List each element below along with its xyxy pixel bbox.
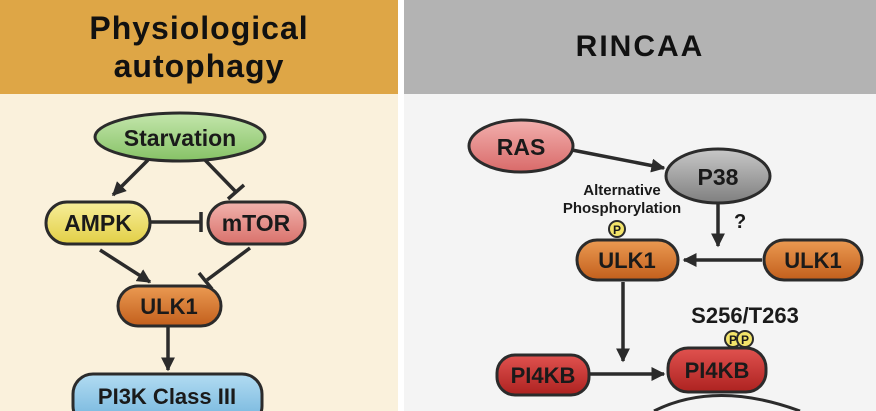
- pi3k-class-iii-node: PI3K Class III: [71, 372, 264, 411]
- phospho-p-label: P: [741, 333, 749, 347]
- ras-to-p38-arrow: [571, 148, 666, 173]
- unknown-mechanism-label: ?: [734, 211, 746, 233]
- mtor-inhibits-ulk1-edge: [197, 246, 252, 291]
- left-panel-title: Physiological autophagy: [0, 0, 398, 94]
- pi4kb-label: PI4KB: [511, 363, 576, 388]
- ulk1-node-right: ULK1: [762, 238, 864, 282]
- pi4kb-node: PI4KB: [495, 353, 591, 397]
- ulk1-node: ULK1: [116, 284, 223, 328]
- panel-divider: [398, 0, 404, 411]
- phospho-markers-pi4kb: P P: [724, 330, 754, 348]
- ras-node: RAS: [467, 118, 575, 174]
- phospho-ulk1-node: ULK1: [575, 238, 680, 282]
- phospho-pi4kb-node: PI4KB: [666, 346, 768, 394]
- ampk-to-ulk1-arrow: [99, 248, 152, 284]
- ulk1-right-label: ULK1: [784, 248, 841, 273]
- ras-label: RAS: [497, 134, 546, 160]
- starvation-to-ampk-arrow: [111, 158, 150, 197]
- mtor-node: mTOR: [206, 200, 307, 246]
- phospho-ulk1-label: ULK1: [598, 248, 655, 273]
- physiological-autophagy-panel: Physiological autophagy: [0, 0, 398, 411]
- phospho-pi4kb-label: PI4KB: [685, 358, 750, 383]
- starvation-inhibits-mtor-edge: [203, 158, 246, 201]
- ampk-label: AMPK: [64, 210, 132, 236]
- alternative-phosphorylation-label-line1: Alternative: [583, 182, 661, 199]
- p38-node: P38: [664, 147, 772, 205]
- phosphosite-label: S256/T263: [691, 303, 799, 328]
- p38-label: P38: [698, 164, 739, 190]
- mtor-label: mTOR: [222, 210, 291, 236]
- downstream-structure-outline: [653, 394, 801, 411]
- phospho-marker-ulk1: P: [608, 220, 626, 238]
- phospho-p-label: P: [729, 333, 737, 347]
- right-panel-title: RINCAA: [404, 0, 876, 94]
- starvation-node: Starvation: [93, 111, 267, 163]
- starvation-label: Starvation: [124, 125, 236, 151]
- pi3k-label: PI3K Class III: [98, 384, 236, 409]
- ampk-node: AMPK: [44, 200, 152, 246]
- phospho-p-label: P: [613, 223, 621, 237]
- rincaa-panel: RINCAA: [404, 0, 876, 411]
- alternative-phosphorylation-label-line2: Phosphorylation: [563, 200, 681, 217]
- ampk-inhibits-mtor-edge: [150, 212, 203, 232]
- ulk1-label: ULK1: [140, 294, 197, 319]
